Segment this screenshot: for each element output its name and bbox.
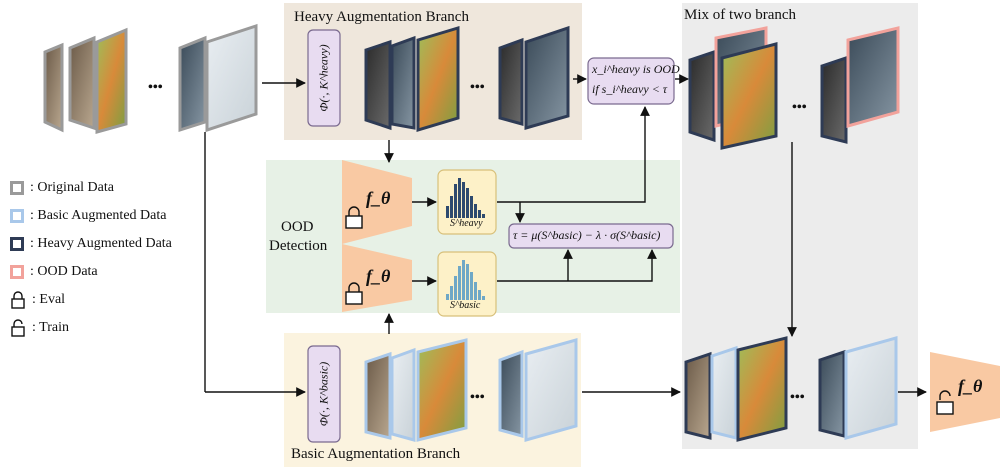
- legend-eval-label: : Eval: [32, 292, 66, 307]
- original-data-stack-1: [43, 27, 128, 134]
- hist-basic-label: S^basic: [450, 300, 481, 311]
- lock-closed-icon: [11, 291, 25, 309]
- model-heavy-label: f_θ: [366, 188, 391, 208]
- legend-train-label: : Train: [32, 320, 69, 335]
- hist-heavy-label: S^heavy: [450, 218, 483, 229]
- histogram-basic: [437, 251, 497, 317]
- mix-bottom-stack-1: [684, 336, 788, 442]
- lock-closed-icon: [345, 282, 363, 305]
- heavy-aug-op-label: Φ(·, K^heavy): [316, 44, 331, 112]
- legend-original: : Original Data: [10, 178, 114, 198]
- heavy-branch-title: Heavy Augmentation Branch: [294, 9, 469, 25]
- basic-swatch-icon: [10, 209, 24, 223]
- ellipsis-mix-bottom: •••: [790, 390, 805, 405]
- lock-closed-icon: [345, 206, 363, 229]
- basic-aug-op-label: Φ(·, K^basic): [316, 361, 331, 427]
- model-basic-label: f_θ: [366, 266, 391, 286]
- basic-augmented-stack-1: [364, 338, 468, 442]
- mix-top-stack-2: [820, 26, 900, 144]
- model-final-label: f_θ: [958, 376, 983, 396]
- threshold-formula: τ = μ(S^basic) − λ · σ(S^basic): [513, 228, 661, 242]
- legend-eval: : Eval: [10, 290, 65, 310]
- condition-line1: x_i^heavy is OOD: [592, 62, 680, 76]
- legend-ood: : OOD Data: [10, 262, 98, 282]
- lock-open-icon: [11, 319, 25, 337]
- threshold-box: [508, 223, 674, 249]
- original-data-stack-2: [178, 23, 258, 133]
- legend-original-label: : Original Data: [30, 180, 114, 195]
- mix-top-stack-1: [688, 26, 778, 150]
- heavy-augmented-stack-1: [364, 25, 460, 133]
- ellipsis-heavy: •••: [470, 80, 485, 95]
- ood-swatch-icon: [10, 265, 24, 279]
- ellipsis-basic: •••: [470, 390, 485, 405]
- ood-section-line1: OOD: [281, 219, 314, 235]
- histogram-heavy: [437, 169, 497, 235]
- ood-section-line2: Detection: [269, 238, 328, 254]
- legend-basic: : Basic Augmented Data: [10, 206, 166, 226]
- basic-augmented-stack-2: [498, 338, 578, 442]
- basic-aug-op-box: [307, 345, 341, 443]
- flow-arrows: [204, 74, 927, 397]
- legend-train: : Train: [10, 318, 69, 338]
- legend-heavy-label: : Heavy Augmented Data: [30, 236, 172, 251]
- mix-branch-title: Mix of two branch: [684, 7, 797, 23]
- ellipsis-mix-top: •••: [792, 100, 807, 115]
- legend-heavy: : Heavy Augmented Data: [10, 234, 172, 254]
- heavy-augmented-stack-2: [498, 25, 570, 130]
- lock-open-icon: [936, 390, 954, 415]
- basic-branch-title: Basic Augmentation Branch: [291, 446, 461, 462]
- heavy-swatch-icon: [10, 237, 24, 251]
- mix-bottom-stack-2: [818, 336, 898, 440]
- ellipsis-original: •••: [148, 80, 163, 95]
- condition-line2: if s_i^heavy < τ: [592, 82, 668, 96]
- legend-ood-label: : OOD Data: [30, 264, 98, 279]
- condition-box: [587, 57, 675, 105]
- original-swatch-icon: [10, 181, 24, 195]
- legend-basic-label: : Basic Augmented Data: [30, 208, 167, 223]
- heavy-aug-op-box: [307, 29, 341, 127]
